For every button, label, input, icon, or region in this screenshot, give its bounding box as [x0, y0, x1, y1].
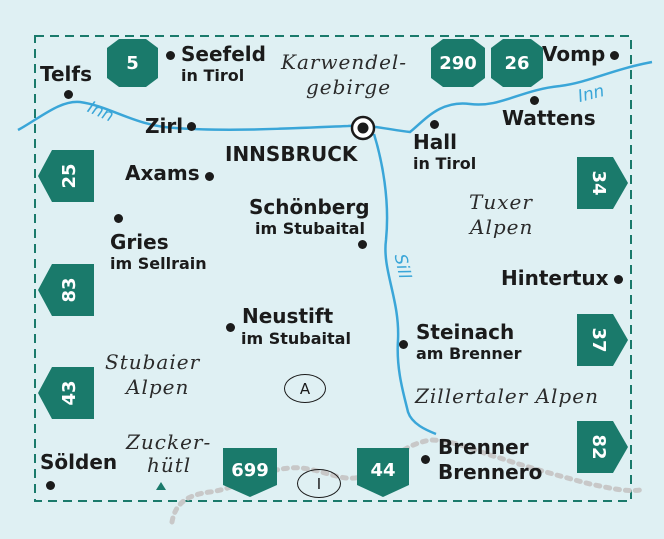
country-italy: I [297, 469, 341, 498]
label-axams[interactable]: Axams [125, 161, 200, 185]
tile-shape-26 [491, 39, 543, 87]
label-zuckerhutl-2: hütl [147, 453, 192, 477]
sill-river [372, 133, 437, 436]
label-zirl[interactable]: Zirl [145, 114, 184, 138]
schonberg-dot [358, 240, 367, 249]
label-wattens[interactable]: Wattens [502, 106, 596, 130]
label-innsbruck[interactable]: INNSBRUCK [225, 142, 358, 166]
label-stubaier-2: Alpen [126, 375, 190, 399]
label-solden[interactable]: Sölden [40, 450, 118, 474]
label-neustift[interactable]: Neustift [242, 304, 334, 328]
tile-699[interactable]: 699 [223, 448, 277, 492]
tile-26-label: 26 [504, 52, 530, 74]
label-brennero[interactable]: Brennero [438, 460, 543, 484]
tile-37[interactable]: 37 [577, 314, 621, 366]
wattens-dot [530, 96, 539, 105]
tile-shape-43 [38, 367, 94, 419]
label-hall[interactable]: Hall [413, 130, 457, 154]
tile-82[interactable]: 82 [577, 421, 621, 473]
steinach-dot [399, 340, 408, 349]
label-tuxer-1: Tuxer [469, 190, 533, 214]
tile-shape-82 [577, 421, 628, 473]
tile-82-label: 82 [588, 434, 610, 460]
tile-290[interactable]: 290 [431, 39, 485, 87]
hintertux-dot [614, 275, 623, 284]
label-hall-sub: in Tirol [413, 154, 477, 173]
label-hintertux[interactable]: Hintertux [501, 266, 609, 290]
tile-5[interactable]: 5 [107, 39, 158, 87]
tile-44-label: 44 [370, 459, 396, 481]
tile-5-label: 5 [126, 52, 139, 74]
label-steinach[interactable]: Steinach [416, 320, 515, 344]
label-telfs[interactable]: Telfs [40, 62, 93, 86]
gries-dot [114, 214, 123, 223]
tile-shape-34 [577, 157, 628, 209]
solden-dot [46, 481, 55, 490]
tile-34[interactable]: 34 [577, 157, 621, 209]
tile-83[interactable]: 83 [44, 264, 94, 316]
label-zuckerhutl-1: Zucker- [126, 430, 212, 454]
tile-83-label: 83 [58, 277, 80, 303]
tile-43[interactable]: 43 [44, 367, 94, 419]
country-austria: A [284, 374, 326, 403]
tile-shape-44 [357, 448, 409, 497]
label-schonberg-sub: im Stubaital [255, 219, 365, 238]
tile-290-label: 290 [439, 52, 477, 74]
label-zillertaler: Zillertaler Alpen [415, 384, 599, 408]
tile-shape-290 [431, 39, 485, 87]
tile-25[interactable]: 25 [44, 150, 94, 202]
label-schonberg[interactable]: Schönberg [249, 195, 370, 219]
tile-699-label: 699 [231, 459, 269, 481]
label-neustift-sub: im Stubaital [241, 329, 351, 348]
label-karwendel-2: gebirge [306, 75, 392, 99]
tile-shape-37 [577, 314, 628, 366]
label-sill: Sill [389, 252, 415, 281]
label-seefeld[interactable]: Seefeld [181, 42, 266, 66]
label-karwendel-1: Karwendel- [281, 50, 408, 74]
zirl-dot [187, 122, 196, 131]
tile-34-label: 34 [588, 170, 610, 196]
innsbruck-marker-center [357, 122, 369, 134]
tile-37-label: 37 [588, 327, 610, 353]
tile-25-label: 25 [58, 163, 80, 189]
tile-shape-5 [107, 39, 158, 87]
peak-icon [156, 482, 166, 490]
vomp-dot [610, 51, 619, 60]
telfs-dot [64, 90, 73, 99]
label-stubaier-1: Stubaier [105, 350, 201, 374]
label-vomp[interactable]: Vomp [542, 42, 606, 66]
brenner-dot [421, 455, 430, 464]
tile-shape-25 [38, 150, 94, 202]
tile-26[interactable]: 26 [491, 39, 543, 87]
neustift-dot [226, 323, 235, 332]
label-gries[interactable]: Gries [110, 230, 169, 254]
label-gries-sub: im Sellrain [110, 254, 207, 273]
seefeld-dot [166, 51, 175, 60]
label-brenner[interactable]: Brenner [438, 435, 529, 459]
axams-dot [205, 172, 214, 181]
label-tuxer-2: Alpen [470, 215, 534, 239]
map-frame [34, 35, 632, 502]
tile-44[interactable]: 44 [357, 448, 409, 492]
tile-shape-699 [223, 448, 277, 497]
hall-dot [430, 120, 439, 129]
tile-43-label: 43 [58, 380, 80, 406]
label-steinach-sub: am Brenner [416, 344, 522, 363]
tile-shape-83 [38, 264, 94, 316]
label-seefeld-sub: in Tirol [181, 66, 245, 85]
